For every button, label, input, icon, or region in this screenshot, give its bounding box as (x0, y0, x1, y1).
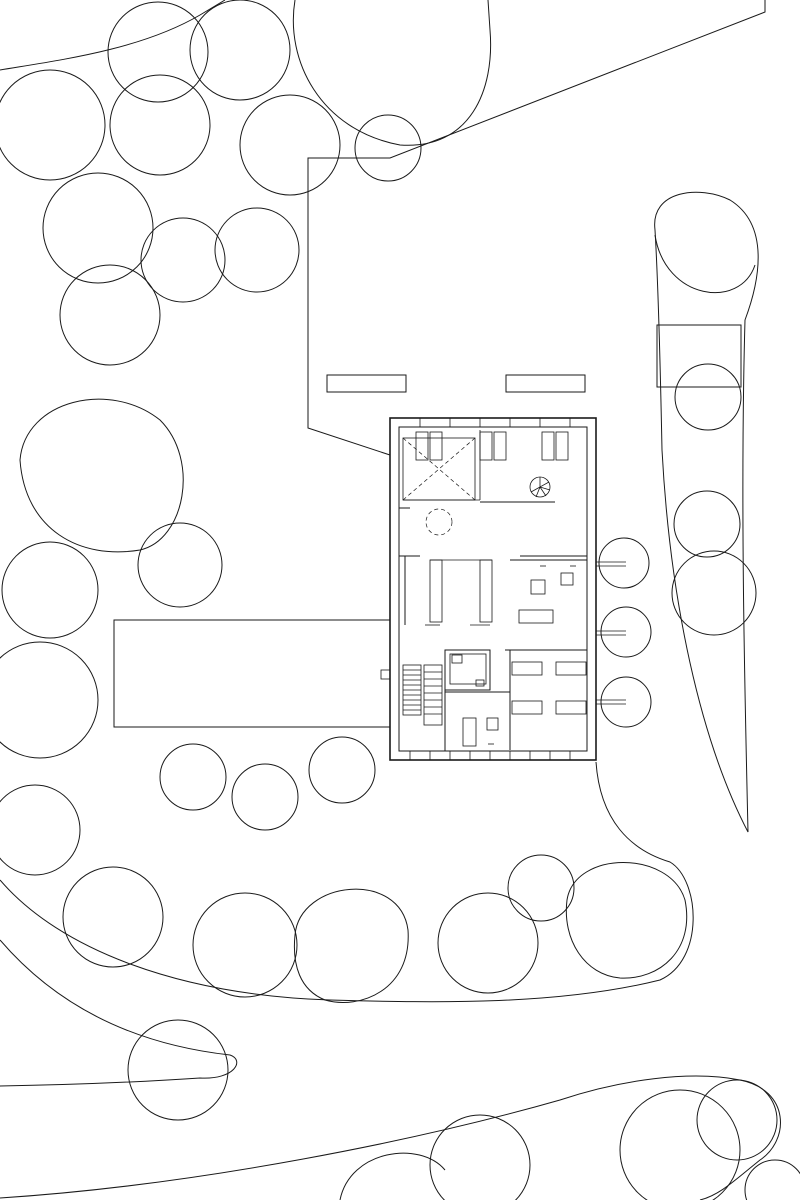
bed (541, 431, 555, 461)
tree-canopy (159, 743, 227, 811)
right-small-pavilion (656, 324, 742, 388)
desk (511, 700, 543, 715)
top-left-arc-path (0, 0, 226, 71)
tree-canopy (354, 114, 422, 182)
tree-canopy (600, 606, 652, 658)
tree-canopy (127, 1019, 229, 1121)
building-outer-wall (389, 417, 597, 761)
tree-canopy-partial (339, 1152, 446, 1200)
bed (479, 431, 493, 461)
tree-canopy (673, 490, 741, 558)
tree-canopy (192, 892, 298, 998)
desk (511, 661, 543, 676)
tree-canopy (507, 854, 575, 922)
kitchen-block (444, 649, 491, 691)
tree-canopy (619, 1089, 741, 1200)
main-building (389, 417, 626, 761)
bottom-road-curve (0, 1075, 781, 1200)
tree-canopy-blob (293, 888, 409, 1003)
annex-wing (113, 619, 391, 728)
tree-canopy (696, 1079, 778, 1161)
tree-canopy (600, 676, 652, 728)
large-left-blob (19, 398, 184, 553)
tree-canopy (137, 522, 223, 608)
large-top-blob (292, 0, 492, 146)
right-hedge-outline (654, 191, 759, 833)
partition-pillar (429, 559, 443, 623)
tree-canopy (674, 363, 742, 431)
bed (415, 431, 429, 461)
tree-canopy (308, 736, 376, 804)
tree-canopy (1, 541, 99, 639)
window-ticks-bottom (409, 751, 571, 760)
desk (555, 700, 587, 715)
right-hedge-top-inner (654, 234, 756, 294)
curved-path-around-building (0, 761, 694, 1003)
tree-canopy (42, 172, 154, 284)
tree-canopy (231, 763, 299, 831)
tree-canopy (239, 94, 341, 196)
tree-canopy (140, 217, 226, 303)
tree-canopy (214, 207, 300, 293)
table (530, 579, 546, 595)
tree-canopy (671, 550, 757, 636)
dashed-circle-light (425, 508, 453, 536)
tree-canopy (189, 0, 291, 101)
window-ticks-top (419, 418, 571, 427)
sink (486, 717, 499, 731)
tree-canopy (62, 866, 164, 968)
tree-canopy (598, 537, 650, 589)
tree-canopy (0, 641, 99, 759)
partition-pillar (479, 559, 493, 623)
table (560, 572, 574, 586)
tree-canopy (109, 74, 211, 176)
tree-canopy (429, 1114, 531, 1200)
tree-canopy (107, 1, 209, 103)
tree-canopy (0, 784, 81, 876)
annex-post (380, 669, 391, 680)
bed (555, 431, 569, 461)
parking-bar-left (326, 374, 407, 393)
parking-bar-right (505, 374, 586, 393)
top-right-boundary-line (307, 0, 766, 456)
tree-canopy (437, 892, 539, 994)
bed (493, 431, 507, 461)
tree-canopy (0, 69, 106, 181)
tree-canopy-blob (565, 862, 688, 979)
staircase (402, 664, 443, 726)
lower-left-curve (0, 939, 238, 1087)
kitchen-counter (449, 653, 487, 685)
building-inner-wall (398, 426, 588, 752)
tree-canopy (744, 1159, 800, 1200)
desk (555, 661, 587, 676)
bed (429, 431, 443, 461)
tree-canopy (59, 264, 161, 366)
sofa (518, 609, 554, 624)
bathtub (462, 717, 477, 747)
